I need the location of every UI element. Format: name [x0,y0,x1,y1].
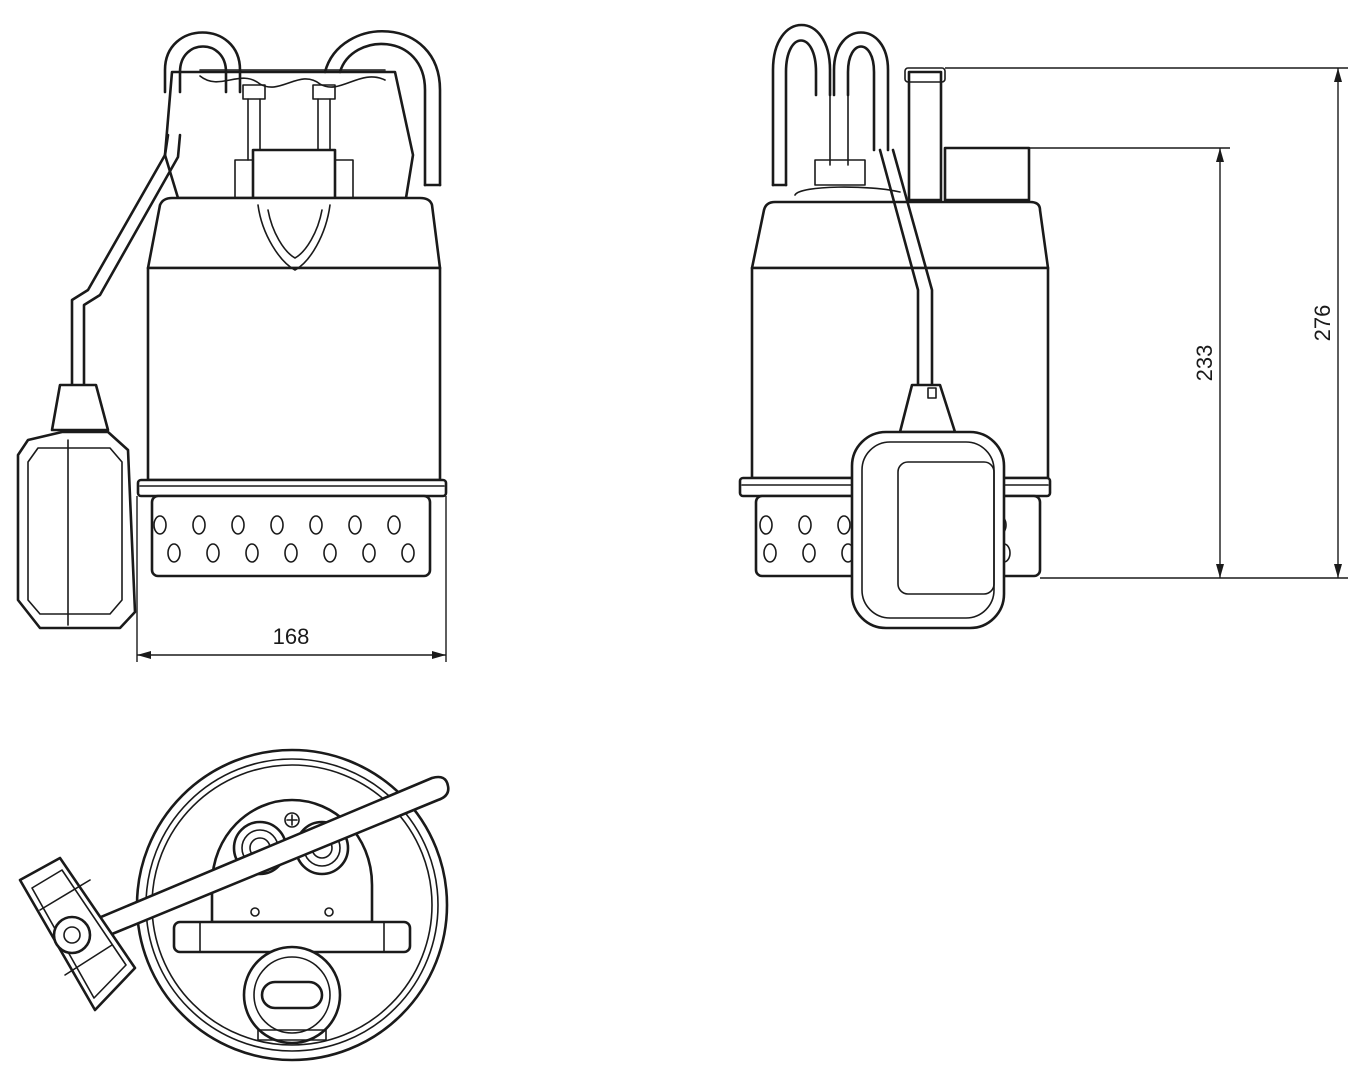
strainer-hole [362,543,376,563]
strainer-hole [837,515,851,535]
front-handle [163,30,442,187]
strainer-hole [206,543,220,563]
outlet-height-label: 233 [1192,345,1217,382]
width-dimension: 168 [136,496,447,662]
outlet-height-dimension: 233 [1029,147,1230,579]
strainer-hole [245,543,259,563]
total-height-label: 276 [1310,305,1335,342]
top-cable-rod [68,775,450,950]
strainer-hole [763,543,777,563]
strainer-hole [284,543,298,563]
strainer-hole [798,515,812,535]
front-motor-housing [136,196,448,498]
side-top-parts [794,67,1031,202]
front-strainer [150,494,432,578]
strainer-hole [759,515,773,535]
front-view: 168 [16,30,448,662]
strainer-hole [323,543,337,563]
strainer-hole [231,515,245,535]
strainer-hole [192,515,206,535]
strainer-hole [387,515,401,535]
total-height-dimension: 276 [945,67,1348,579]
strainer-hole [802,543,816,563]
top-view [18,748,450,1062]
strainer-hole [270,515,284,535]
side-float-switch [850,148,1006,630]
side-view: 233 276 [738,23,1348,630]
width-dimension-label: 168 [273,624,310,649]
front-float-switch [16,133,182,630]
top-outlet [242,945,342,1045]
strainer-hole [153,515,167,535]
strainer-hole [348,515,362,535]
side-handle [771,23,890,187]
front-top-cover [163,69,415,200]
strainer-hole [401,543,415,563]
strainer-hole [167,543,181,563]
strainer-hole [309,515,323,535]
top-float-switch [18,856,137,1012]
